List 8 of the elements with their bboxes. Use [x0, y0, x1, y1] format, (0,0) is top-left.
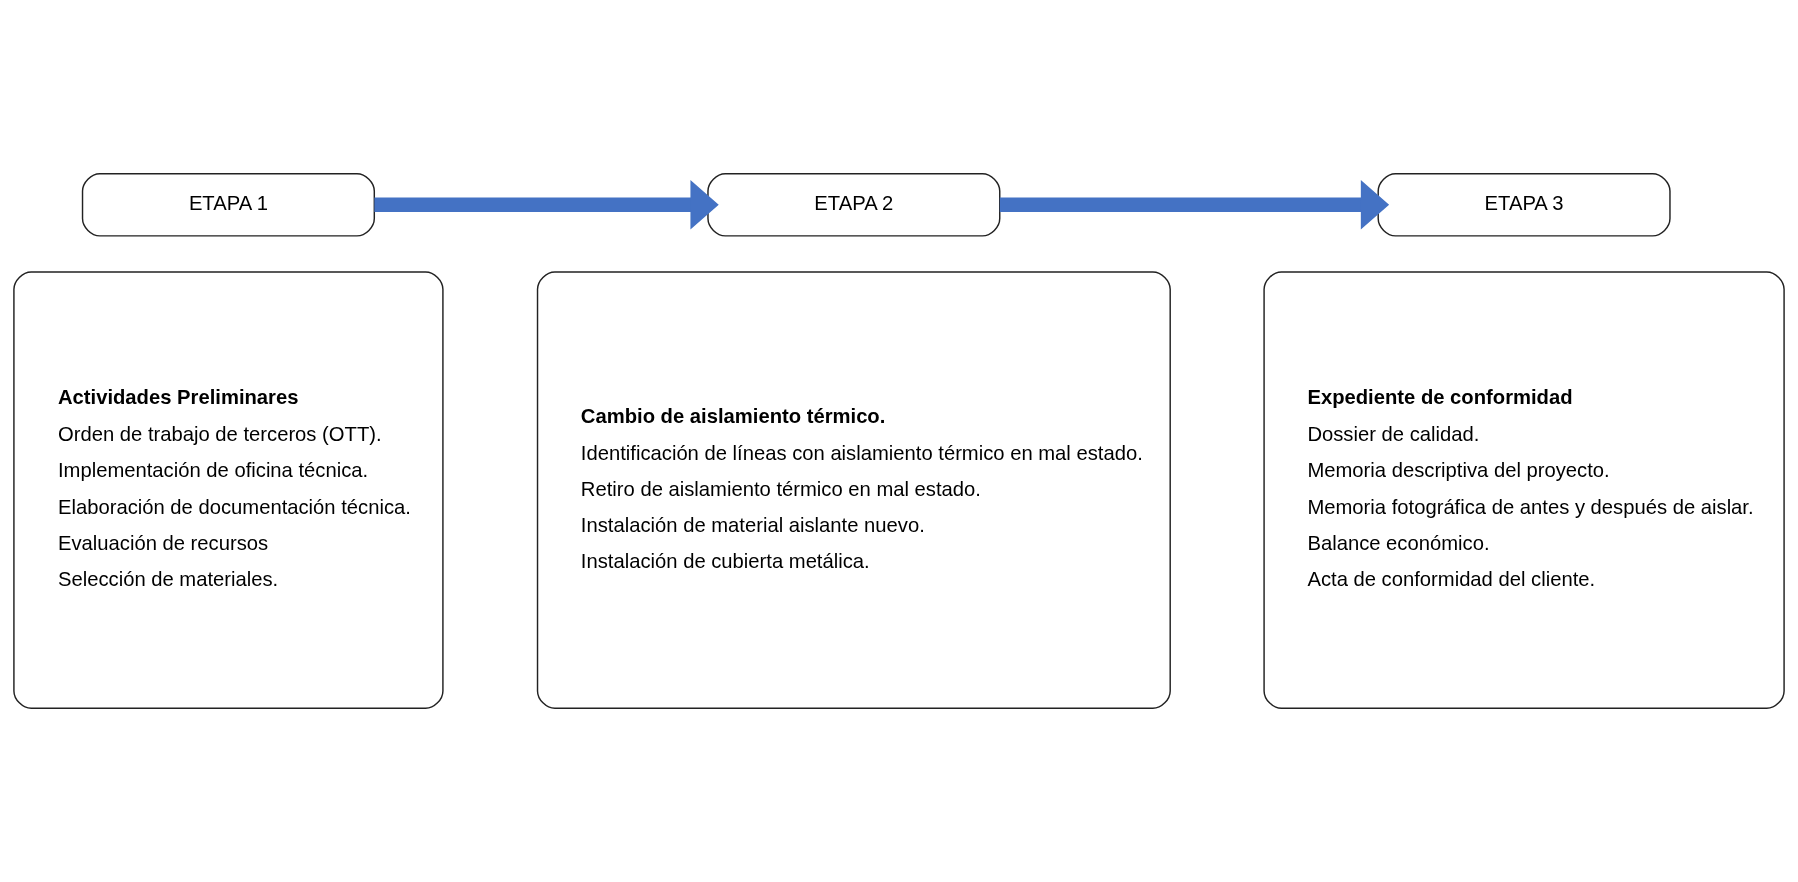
node-box: ETAPA 2 — [707, 173, 1001, 237]
arrow — [374, 180, 719, 230]
node-box: Actividades Preliminares Orden de trabajo de terceros (OTT). Implementación de oficina técnica. Elaboración de documentación técnica. Evaluación de recursos Selección de materiales. — [13, 271, 444, 709]
node-box: Expediente de conformidad Dossier de calidad. Memoria descriptiva del proyecto. Memoria fotográfica de antes y después de aislar. Balance económico. Acta de conformidad del cliente. — [1263, 271, 1785, 709]
arrow — [999, 180, 1390, 230]
node-box: Cambio de aislamiento térmico. Identificación de líneas con aislamiento térmico en mal estado. Retiro de aislamiento térmico en mal estado. Instalación de material aislante nuevo. Instalación de cubierta metálica. — [536, 271, 1171, 709]
node-box: ETAPA 1 — [81, 173, 376, 237]
node-box: ETAPA 3 — [1377, 173, 1671, 237]
